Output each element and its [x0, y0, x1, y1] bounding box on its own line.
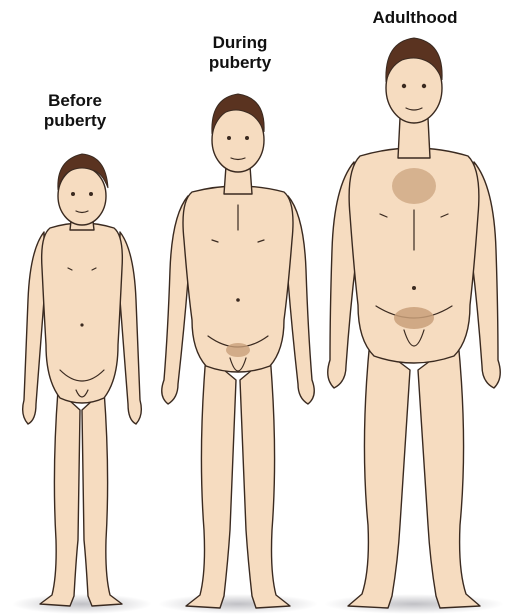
- floor-shadow: [12, 594, 152, 614]
- figure-child: [12, 154, 152, 614]
- chest-hair: [392, 168, 436, 204]
- floor-shadow: [158, 594, 318, 614]
- figure-adult: [324, 38, 504, 614]
- pubic-hair: [394, 307, 434, 329]
- pubic-hair: [226, 343, 250, 357]
- figure-adolescent: [158, 94, 318, 614]
